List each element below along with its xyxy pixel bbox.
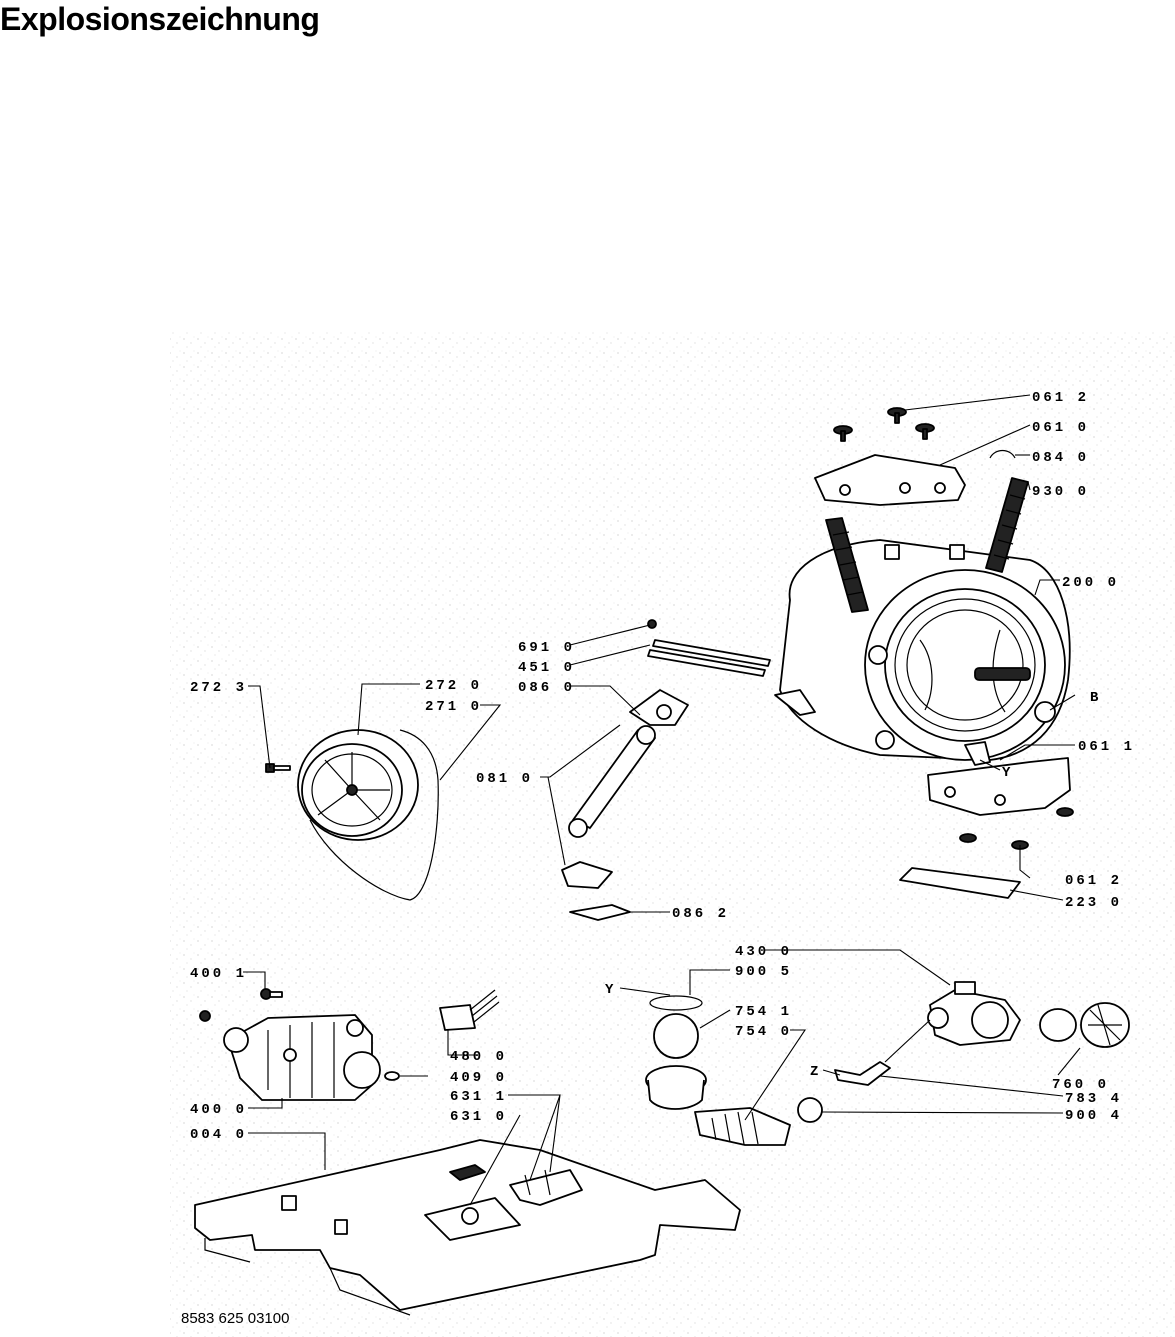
label-754-0: 754 0 [735, 1024, 792, 1040]
label-754-1: 754 1 [735, 1004, 792, 1020]
screw-bottom-1 [959, 833, 977, 843]
document-number: 8583 625 03100 [181, 1310, 290, 1327]
label-900-4: 900 4 [1065, 1108, 1122, 1124]
check-ball [653, 1013, 699, 1059]
label-084-0: 084 0 [1032, 450, 1089, 466]
pump-filter [1039, 1002, 1130, 1048]
part-labels: 061 2 061 0 084 0 930 0 200 0 B 691 0 45… [190, 390, 1135, 1143]
label-086-0: 086 0 [518, 680, 575, 696]
screw-top-1 [887, 407, 907, 424]
clip-084 [989, 449, 1016, 459]
pressure-switch [449, 1164, 583, 1206]
motor-mount-400-1 [260, 988, 283, 1000]
label-430-0: 430 0 [735, 944, 792, 960]
label-061-2-bottom: 061 2 [1065, 873, 1122, 889]
label-y-upper: Y [1002, 765, 1013, 781]
label-061-1: 061 1 [1078, 739, 1135, 755]
screw-top-3 [915, 423, 935, 440]
heater-element [647, 619, 771, 677]
leader-lines [243, 394, 1081, 1206]
label-760-0: 760 0 [1052, 1077, 1109, 1093]
label-480-0: 480 0 [450, 1049, 507, 1065]
screw-top-2 [833, 425, 853, 442]
page-title: Explosionszeichnung [0, 1, 320, 37]
connector-480 [439, 989, 500, 1031]
label-783-4: 783 4 [1065, 1091, 1122, 1107]
counterweight-bottom [927, 757, 1071, 816]
label-900-5: 900 5 [735, 964, 792, 980]
label-451-0: 451 0 [518, 660, 575, 676]
drum-pulley [297, 729, 419, 841]
label-691-0: 691 0 [518, 640, 575, 656]
drain-pump [927, 981, 1021, 1046]
label-271-0: 271 0 [425, 699, 482, 715]
label-631-0: 631 0 [450, 1109, 507, 1125]
pin-409 [384, 1071, 400, 1081]
label-409-0: 409 0 [450, 1070, 507, 1086]
label-272-0: 272 0 [425, 678, 482, 694]
label-081-0: 081 0 [476, 771, 533, 787]
counterweight-top [814, 454, 966, 506]
motor [223, 1014, 381, 1101]
spring-right [985, 477, 1029, 573]
label-z: Z [810, 1064, 821, 1080]
label-b: B [1090, 690, 1101, 706]
motor-screw [199, 1010, 211, 1022]
screw-bottom-3 [1056, 807, 1074, 817]
shock-absorber [561, 689, 689, 921]
label-631-1: 631 1 [450, 1089, 507, 1105]
label-930-0: 930 0 [1032, 484, 1089, 500]
sump-bellows [645, 1065, 791, 1146]
label-061-0: 061 0 [1032, 420, 1089, 436]
label-004-0: 004 0 [190, 1127, 247, 1143]
base-frame [194, 1139, 741, 1316]
drive-belt [309, 729, 439, 901]
label-086-2: 086 2 [672, 906, 729, 922]
paddle-223 [899, 867, 1021, 899]
label-400-1: 400 1 [190, 966, 247, 982]
label-y-lower: Y [605, 982, 616, 998]
seal-ring [649, 995, 703, 1011]
label-400-0: 400 0 [190, 1102, 247, 1118]
pump-hose [834, 1061, 891, 1086]
label-272-3: 272 3 [190, 680, 247, 696]
hose-clamp [797, 1097, 823, 1123]
label-061-2-top: 061 2 [1032, 390, 1089, 406]
tub-assembly [774, 539, 1071, 766]
label-223-0: 223 0 [1065, 895, 1122, 911]
spring-left [825, 517, 869, 613]
label-200-0: 200 0 [1062, 575, 1119, 591]
